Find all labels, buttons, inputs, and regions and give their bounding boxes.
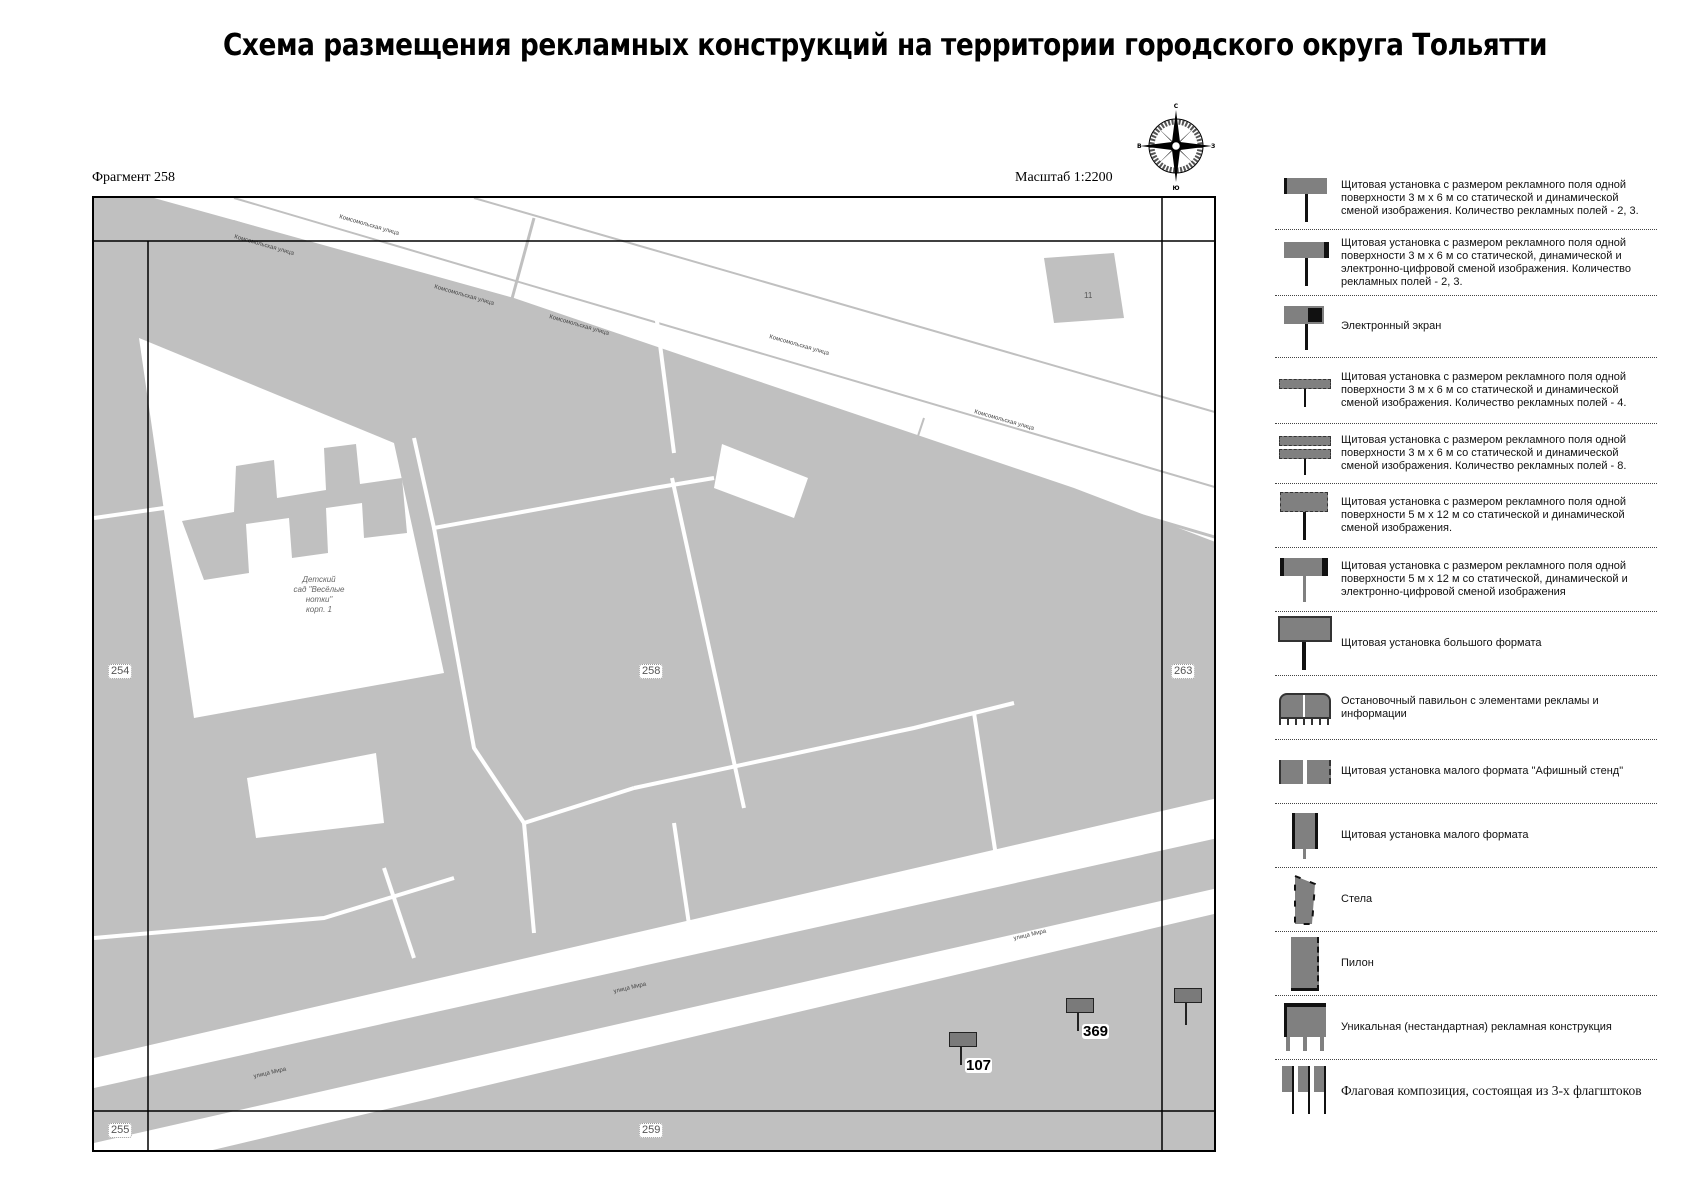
unique-construction-icon [1275, 1002, 1335, 1053]
legend-item: Флаговая композиция, состоящая из 3-х фл… [1275, 1060, 1657, 1122]
sheet-number-255[interactable]: 255 [108, 1123, 133, 1138]
legend-item: Щитовая установка с размером рекламного … [1275, 168, 1657, 230]
building-11 [1044, 253, 1124, 323]
sheet-number-254[interactable]: 254 [108, 664, 133, 679]
billboard-marker-369[interactable]: 369 [1066, 998, 1110, 1039]
billboard-5x12-digital-icon [1275, 554, 1335, 606]
legend-item: Щитовая установка большого формата [1275, 612, 1657, 676]
page-title: Схема размещения рекламных конструкций н… [222, 28, 1548, 63]
legend-item: Щитовая установка с размером рекламного … [1275, 548, 1657, 612]
legend-item: Щитовая установка малого формата [1275, 804, 1657, 868]
svg-text:корп. 1: корп. 1 [306, 605, 332, 614]
marker-number: 107 [965, 1057, 993, 1074]
legend-item: Щитовая установка малого формата "Афишны… [1275, 740, 1657, 804]
scale-label: Масштаб 1:2200 [1015, 170, 1113, 185]
marker-number: 369 [1082, 1023, 1110, 1040]
sheet-number-263[interactable]: 263 [1171, 664, 1196, 679]
legend-item: Щитовая установка с размером рекламного … [1275, 358, 1657, 424]
kindergarten-building [182, 444, 407, 580]
billboard-3x6-digital-icon [1275, 238, 1335, 288]
svg-text:нотки": нотки" [306, 595, 334, 604]
svg-text:сад "Весёлые: сад "Весёлые [294, 585, 345, 594]
svg-text:Детский: Детский [301, 575, 336, 584]
bus-stop-pavilion-icon [1275, 691, 1335, 725]
sheet-number-258: 258 [639, 664, 664, 679]
billboard-marker-107[interactable]: 107 [949, 1032, 993, 1073]
legend: Щитовая установка с размером рекламного … [1275, 168, 1657, 1122]
legend-item: Щитовая установка с размером рекламного … [1275, 230, 1657, 296]
compass-east: З [1211, 143, 1215, 150]
billboard-icon [1066, 998, 1094, 1013]
svg-text:11: 11 [1084, 291, 1093, 300]
legend-item: Уникальная (нестандартная) рекламная кон… [1275, 996, 1657, 1060]
map-fragment[interactable]: 11 Детский сад "Весёлые нотки" корп. 1 [92, 196, 1216, 1152]
pylon-icon [1275, 936, 1335, 991]
billboard-3x6-static-dynamic-icon [1275, 174, 1335, 224]
stele-icon [1275, 874, 1335, 926]
poster-stand-icon [1275, 758, 1335, 786]
billboard-3x6-8-fields-icon [1275, 432, 1335, 476]
small-format-billboard-icon [1275, 811, 1335, 861]
legend-item: Стела [1275, 868, 1657, 932]
legend-item: Остановочный павильон с элементами рекла… [1275, 676, 1657, 740]
billboard-5x12-icon [1275, 490, 1335, 542]
large-format-billboard-icon [1275, 615, 1335, 672]
compass-rose-icon: С Ю В З [1135, 102, 1217, 192]
electronic-screen-icon [1275, 302, 1335, 352]
flag-composition-icon [1275, 1066, 1335, 1116]
billboard-3x6-4-fields-icon [1275, 371, 1335, 411]
billboard-marker-edge[interactable] [1174, 988, 1202, 1025]
sheet-number-259[interactable]: 259 [639, 1123, 664, 1138]
compass-south: Ю [1172, 185, 1179, 190]
fragment-label: Фрагмент 258 [92, 170, 176, 185]
legend-item: Пилон [1275, 932, 1657, 996]
legend-item: Щитовая установка с размером рекламного … [1275, 424, 1657, 484]
legend-item: Электронный экран [1275, 296, 1657, 358]
compass-north: С [1174, 103, 1179, 110]
compass-west: В [1137, 143, 1142, 150]
billboard-icon [949, 1032, 977, 1047]
billboard-icon [1174, 988, 1202, 1003]
legend-item: Щитовая установка с размером рекламного … [1275, 484, 1657, 548]
